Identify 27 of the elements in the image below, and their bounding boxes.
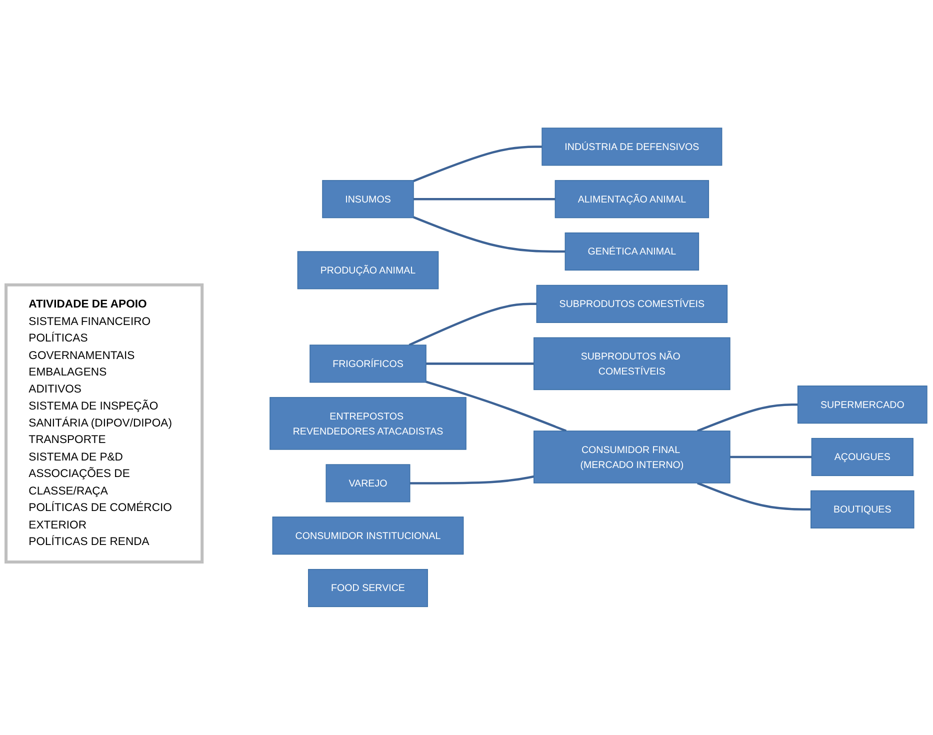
connector: [697, 404, 798, 432]
node-box: AÇOUGUES: [811, 438, 914, 476]
connector: [426, 362, 534, 365]
connector: [413, 216, 566, 253]
node-box: PRODUÇÃO ANIMAL: [297, 251, 439, 290]
connector: [413, 146, 542, 182]
node-box: VAREJO: [326, 464, 410, 502]
node-box: SUBPRODUTOS NÃO COMESTÍVEIS: [534, 337, 730, 390]
connector: [730, 456, 812, 458]
node-box: SUBPRODUTOS COMESTÍVEIS: [536, 285, 728, 324]
connector: [697, 482, 811, 511]
node-box: FOOD SERVICE: [308, 569, 428, 608]
node-box: CONSUMIDOR INSTITUCIONAL: [272, 516, 464, 555]
node-box: ENTREPOSTOS REVENDEDORES ATACADISTAS: [270, 397, 466, 450]
node-box: BOUTIQUES: [810, 490, 914, 529]
connector: [410, 476, 534, 484]
node-box: INDÚSTRIA DE DEFENSIVOS: [542, 128, 722, 166]
connector: [426, 380, 567, 432]
node-box: INSUMOS: [322, 180, 414, 218]
node-box: GENÉTICA ANIMAL: [564, 232, 700, 271]
connector: [414, 198, 556, 200]
connector: [408, 302, 537, 346]
node-box: SUPERMERCADO: [797, 386, 928, 424]
node-box: ATIVIDADE DE APOIO SISTEMA FINANCEIRO POLÍTICAS GOVERNAMENTAIS EMBALAGENS ADITIVOS SISTEMA DE INSPEÇÃO SANITÁRIA (DIPOV/DIPOA) TRANSPORTE SISTEMA DE P&D ASSOCIAÇÕES DE CLASSE/RAÇA POLÍTICAS DE COMÉRCIO EXTERIOR POLÍTICAS DE RENDA: [4, 284, 204, 564]
node-box: ALIMENTAÇÃO ANIMAL: [554, 180, 710, 218]
node-box: FRIGORÍFICOS: [310, 344, 426, 383]
node-box: CONSUMIDOR FINAL (MERCADO INTERNO): [534, 430, 730, 484]
